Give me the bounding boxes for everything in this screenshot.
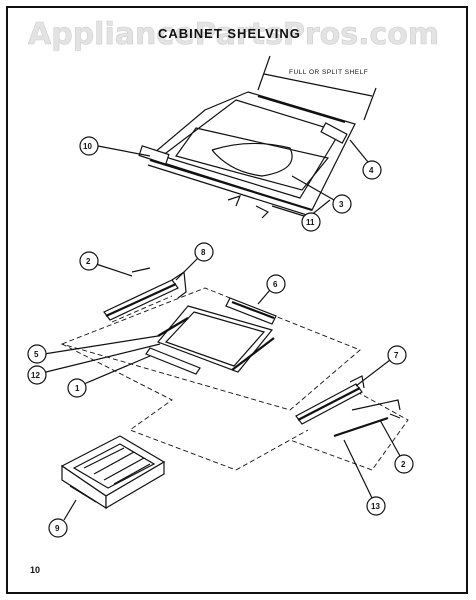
leader-12: [45, 343, 161, 373]
leader-2a: [95, 263, 133, 277]
dashed-crisper-path: [61, 343, 237, 471]
callout-7: [387, 345, 407, 365]
crisper-drawer-handle: [69, 485, 97, 503]
leader-13: [343, 439, 373, 499]
glass-panel: [175, 127, 330, 191]
left-rail-screw: [131, 267, 151, 273]
watermark-text: AppliancePartsPros.com: [28, 17, 439, 52]
bottom-shelf-assembly: 2 8 6 5 12 1 7 2 13: [27, 242, 414, 538]
callout-13-label: 13: [371, 502, 380, 511]
callout-12-label: 12: [31, 371, 40, 380]
crisper-drawer-side: [105, 460, 165, 510]
left-bracket: [138, 145, 170, 165]
dimension-extension-right: [363, 87, 377, 121]
callout-4: [362, 160, 382, 180]
callout-5: [27, 344, 47, 364]
leader-9: [63, 499, 77, 521]
leader-4: [349, 139, 369, 163]
leader-8: [175, 257, 199, 281]
dimension-line: [263, 73, 373, 97]
callout-6: [266, 274, 286, 294]
leader-10: [97, 145, 151, 157]
right-bracket: [320, 122, 348, 144]
leader-1: [83, 355, 151, 385]
dashed-crisper-path-2: [235, 429, 309, 471]
callout-11-label: 11: [306, 218, 315, 227]
leader-3: [291, 175, 335, 201]
bottom-rail-tip: [389, 413, 401, 419]
callout-4-label: 4: [369, 166, 374, 175]
right-rail-groove: [297, 387, 361, 421]
callout-1: [67, 378, 87, 398]
page-number: 10: [30, 565, 40, 575]
callout-1-label: 1: [75, 384, 80, 393]
callout-2b: [394, 454, 414, 474]
dimension-extension-left: [257, 55, 271, 91]
front-clip: [227, 195, 242, 207]
callout-2a-label: 2: [86, 257, 91, 266]
callout-12: [27, 365, 47, 385]
dashed-right-outline: [289, 387, 409, 471]
callout-9: [48, 518, 68, 538]
callout-8-label: 8: [201, 248, 206, 257]
callout-7-label: 7: [394, 351, 399, 360]
center-bracket-edge: [231, 300, 275, 320]
callout-6-label: 6: [273, 280, 278, 289]
top-shelf-assembly: FULL OR SPLIT SHELF 10 4 3 11: [79, 55, 382, 232]
crisper-drawer-inner: [72, 443, 156, 489]
trim-end: [255, 205, 270, 219]
bottom-rail-bar: [333, 416, 389, 438]
callout-13: [366, 496, 386, 516]
callout-9-label: 9: [55, 524, 60, 533]
left-rail-groove: [105, 282, 177, 318]
shelf-bottom-edge: [231, 337, 275, 371]
dashed-left-guide: [111, 295, 173, 323]
shelf-inner-frame: [160, 99, 341, 199]
callout-2a: [79, 251, 99, 271]
callout-10-label: 10: [83, 142, 92, 151]
callout-11: [301, 212, 321, 232]
right-rail-end: [349, 375, 365, 389]
callout-3-label: 3: [339, 200, 344, 209]
callout-2b-label: 2: [401, 460, 406, 469]
leader-5: [43, 335, 159, 355]
front-trim: [145, 347, 201, 375]
diagram-title: CABINET SHELVING: [158, 26, 301, 41]
callout-5-label: 5: [34, 350, 39, 359]
diagram-page: [6, 6, 468, 594]
dashed-shelf-outline: [60, 287, 361, 411]
leader-6: [257, 289, 271, 305]
leader-7: [355, 359, 391, 387]
glass-shelf-inner: [164, 311, 266, 367]
callout-8: [194, 242, 214, 262]
right-support-bar: [351, 399, 401, 411]
shelf-front-edge: [149, 158, 313, 212]
crisper-drawer-ribs: [83, 447, 151, 485]
glass-reflection: [211, 142, 293, 177]
callout-10: [79, 136, 99, 156]
left-rail-end: [171, 270, 187, 299]
shelf-rear-bracket: [257, 94, 346, 124]
leader-2b: [379, 419, 401, 457]
shelf-left-edge: [157, 317, 189, 337]
callout-3: [332, 194, 352, 214]
leader-11: [271, 205, 305, 217]
dimension-label: FULL OR SPLIT SHELF: [289, 69, 368, 76]
